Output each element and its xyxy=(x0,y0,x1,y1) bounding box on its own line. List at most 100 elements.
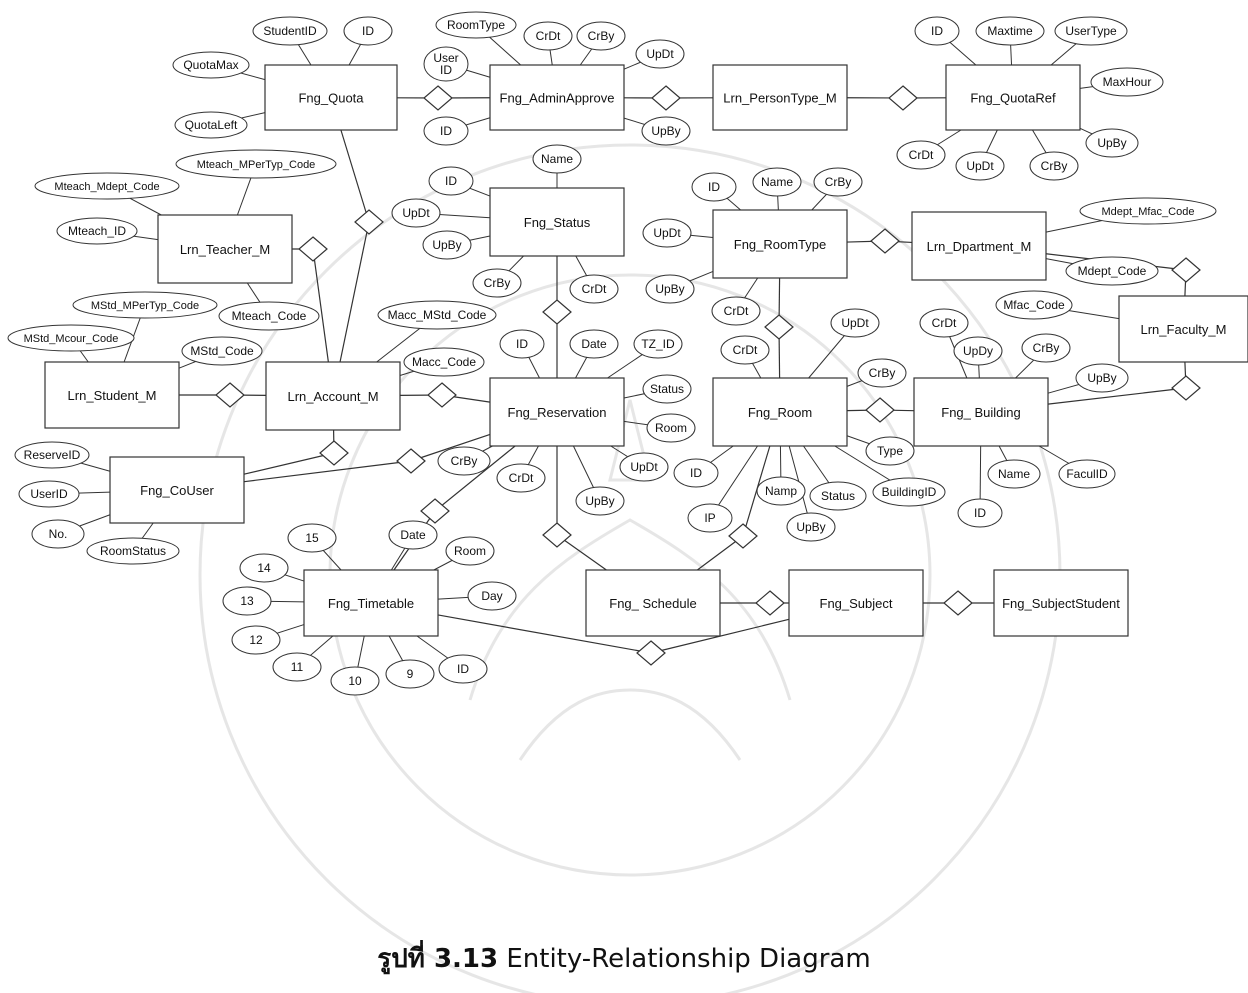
entity-department: Lrn_Dpartment_M xyxy=(912,212,1046,280)
attribute-label: UpDt xyxy=(841,316,869,330)
attribute-oval: CrBy xyxy=(577,22,625,50)
attribute-label: UpDt xyxy=(966,159,994,173)
relationship-diamond xyxy=(729,524,757,548)
relationship-diamond xyxy=(543,523,571,547)
attribute-oval: Type xyxy=(866,437,914,465)
attribute-oval: UserType xyxy=(1055,17,1127,45)
attribute-label: CrBy xyxy=(1033,341,1060,355)
attribute-oval: Name xyxy=(533,145,581,173)
attribute-oval: Name xyxy=(753,168,801,196)
attribute-label: RoomType xyxy=(447,18,505,32)
attribute-label: CrDt xyxy=(932,316,957,330)
attribute-label: ID xyxy=(690,466,702,480)
figure-caption: รูปที่ 3.13 Entity-Relationship Diagram xyxy=(377,944,870,974)
attribute-label: Mteach_MPerTyp_Code xyxy=(197,159,316,171)
attribute-label: Mdept_Mfac_Code xyxy=(1102,206,1195,218)
relationship-diamond xyxy=(756,591,784,615)
attribute-label: Room xyxy=(655,421,687,435)
entity-status: Fng_Status xyxy=(490,188,624,256)
attribute-label: UpDt xyxy=(630,460,658,474)
attribute-label: No. xyxy=(49,527,68,541)
attribute-label: Mdept_Code xyxy=(1078,264,1147,278)
entity-label: Fng_ Building xyxy=(941,405,1021,420)
attribute-label: Name xyxy=(761,175,793,189)
attribute-label: Day xyxy=(481,589,502,603)
attribute-oval: Room xyxy=(647,414,695,442)
relationship-line xyxy=(341,130,369,222)
attribute-oval: Macc_MStd_Code xyxy=(378,301,496,329)
attribute-oval: UpDt xyxy=(620,453,668,481)
attribute-oval: UpDt xyxy=(392,199,440,227)
entity-label: Lrn_Teacher_M xyxy=(180,242,270,257)
attribute-label: CrBy xyxy=(588,29,615,43)
attribute-oval: CrDt xyxy=(524,22,572,50)
attribute-oval: CrDt xyxy=(897,141,945,169)
entity-account: Lrn_Account_M xyxy=(266,362,400,430)
attribute-oval: CrBy xyxy=(473,269,521,297)
attribute-label: Type xyxy=(877,444,903,458)
attribute-oval: Maxtime xyxy=(976,17,1044,45)
entity-label: Fng_Status xyxy=(524,215,591,230)
attribute-label: CrDt xyxy=(909,148,934,162)
attribute-label: Mteach_Code xyxy=(232,309,307,323)
attribute-oval: MaxHour xyxy=(1091,68,1163,96)
relationship-diamond xyxy=(424,86,452,110)
entity-label: Fng_ Schedule xyxy=(609,596,696,611)
entity-label: Fng_QuotaRef xyxy=(970,91,1056,106)
attribute-oval: MStd_Mcour_Code xyxy=(8,325,134,351)
relationship-diamond xyxy=(1172,258,1200,282)
attribute-label: Mteach_Mdept_Code xyxy=(54,181,159,193)
relationship-diamond xyxy=(320,441,348,465)
relationship-diamond xyxy=(871,229,899,253)
attribute-label: UpBy xyxy=(432,238,461,252)
entity-label: Fng_RoomType xyxy=(734,237,827,252)
attribute-label: 9 xyxy=(407,667,414,681)
attribute-label: 10 xyxy=(348,674,362,688)
attribute-oval: CrDt xyxy=(497,464,545,492)
entity-subjectstudent: Fng_SubjectStudent xyxy=(994,570,1128,636)
attribute-oval: Mteach_Mdept_Code xyxy=(35,173,179,199)
attribute-oval: UpDt xyxy=(831,309,879,337)
attribute-label: CrBy xyxy=(869,366,896,380)
attribute-oval: UserID xyxy=(424,47,468,81)
attribute-oval: ID xyxy=(424,117,468,145)
attribute-label: CrBy xyxy=(451,454,478,468)
attribute-oval: CrBy xyxy=(858,359,906,387)
attribute-label: Name xyxy=(541,152,573,166)
attribute-label: UpDy xyxy=(963,344,993,358)
attribute-label: 13 xyxy=(240,594,254,608)
attribute-label: Macc_MStd_Code xyxy=(388,308,487,322)
relationship-line xyxy=(1048,388,1186,404)
entity-persontype: Lrn_PersonType_M xyxy=(713,65,847,130)
attribute-oval: Mdept_Mfac_Code xyxy=(1080,198,1216,224)
caption-prefix: รูปที่ 3.13 xyxy=(377,944,498,974)
relationship-diamond xyxy=(428,383,456,407)
attribute-label: BuildingID xyxy=(882,485,937,499)
relationship-diamond xyxy=(1172,376,1200,400)
attribute-oval: Date xyxy=(389,521,437,549)
attribute-oval: UpBy xyxy=(1076,364,1128,392)
attribute-oval: TZ_ID xyxy=(634,330,682,358)
entity-label: Fng_Room xyxy=(748,405,812,420)
attribute-oval: QuotaLeft xyxy=(175,112,247,138)
attribute-oval: ID xyxy=(500,330,544,358)
attribute-oval: MStd_Code xyxy=(182,337,262,365)
attribute-label: ID xyxy=(708,180,720,194)
entity-quota: Fng_Quota xyxy=(265,65,397,130)
attribute-oval: ID xyxy=(429,167,473,195)
attribute-label: ID xyxy=(362,24,374,38)
attribute-oval: FaculID xyxy=(1059,460,1115,488)
attribute-oval: Room xyxy=(446,537,494,565)
attribute-oval: Namp xyxy=(757,477,805,505)
attribute-oval: BuildingID xyxy=(873,478,945,506)
attribute-label: 11 xyxy=(291,660,304,674)
attribute-oval: 9 xyxy=(386,660,434,688)
attribute-label: Date xyxy=(400,528,426,542)
relationship-diamond xyxy=(866,398,894,422)
attribute-label: MStd_Code xyxy=(190,344,254,358)
entity-adminapprove: Fng_AdminApprove xyxy=(490,65,624,130)
attribute-label: UpBy xyxy=(1097,136,1126,150)
attribute-label: IP xyxy=(704,511,715,525)
entity-room: Fng_Room xyxy=(713,378,847,446)
entity-reservation: Fng_Reservation xyxy=(490,378,624,446)
